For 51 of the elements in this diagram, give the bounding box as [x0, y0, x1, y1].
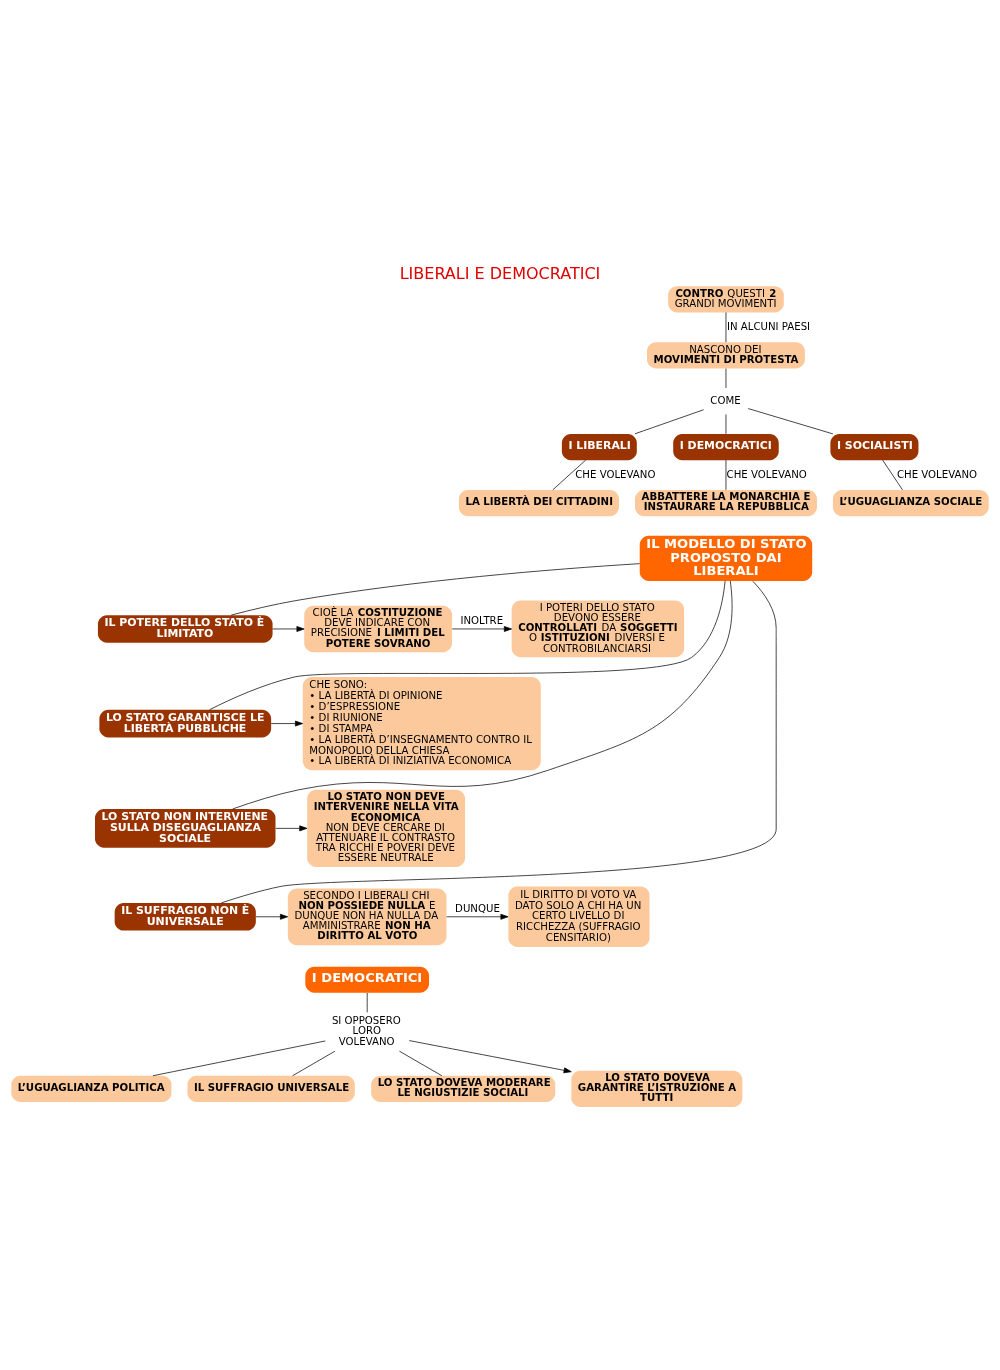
- node-box: LA LIBERTÀ DEI CITTADINI: [458, 489, 619, 517]
- node-box: CIOÈ LA COSTITUZIONE DEVE INDICARE CON PRECISIONE I LIMITI DEL POTERE SOVRANO: [304, 605, 452, 653]
- node-box: L’UGUAGLIANZA SOCIALE: [832, 489, 989, 517]
- node-text: SI OPPOSERO LORO VOLEVANO: [331, 1014, 401, 1048]
- node-box: I POTERI DELLO STATO DEVONO ESSERE CONTROLLATI DA SOGGETTI O ISTITUZIONI DIVERSI E CONTROBILANCIARSI: [511, 600, 685, 658]
- connector: [230, 563, 640, 616]
- arrow: [408, 1040, 572, 1074]
- connector: [292, 1050, 336, 1077]
- connector: [399, 1050, 443, 1077]
- node-box: IL SUFFRAGIO UNIVERSALE: [187, 1075, 355, 1102]
- edge-label: CHE VOLEVANO: [896, 468, 978, 480]
- arrow: [255, 913, 289, 920]
- arrow: [270, 720, 303, 727]
- node-box: I DEMOCRATICI: [305, 966, 430, 993]
- connector: [232, 580, 733, 810]
- arrow: [275, 825, 308, 832]
- node-box: IL SUFFRAGIO NON È UNIVERSALE: [114, 902, 256, 931]
- arrow: [451, 626, 512, 632]
- node-box: LO STATO DOVEVA MODERARE LE NGIUSTIZIE SOCIALI: [371, 1075, 556, 1102]
- node-box: IL MODELLO DI STATO PROPOSTO DAI LIBERALI: [639, 535, 813, 581]
- node-box: CONTRO QUESTI 2 GRANDI MOVIMENTI: [668, 286, 784, 313]
- node-box: SECONDO I LIBERALI CHI NON POSSIEDE NULLA E DUNQUE NON HA NULLA DA AMMINISTRARE NON HA DIRITTO AL VOTO: [287, 888, 447, 946]
- connector: [209, 580, 726, 711]
- edge-label: INOLTRE: [460, 615, 504, 627]
- node-box: IL POTERE DELLO STATO È LIMITATO: [97, 615, 273, 643]
- connector: [552, 459, 586, 491]
- node-box: L’UGUAGLIANZA POLITICA: [11, 1075, 172, 1102]
- arrow: [272, 626, 305, 632]
- connector: [221, 580, 777, 904]
- node-text: COME: [710, 394, 741, 406]
- diagram-title: LIBERALI E DEMOCRATICI: [399, 263, 601, 283]
- edge-label: IN ALCUNI PAESI: [726, 321, 811, 333]
- edge-label: CHE VOLEVANO: [575, 468, 656, 480]
- edge-label: CHE VOLEVANO: [726, 468, 807, 480]
- edge-label: DUNQUE: [455, 902, 500, 914]
- node-box: I SOCIALISTI: [830, 433, 919, 461]
- node-box: LO STATO GARANTISCE LE LIBERTÀ PUBBLICHE: [99, 709, 272, 738]
- node-box: IL DIRITTO DI VOTO VA DATO SOLO A CHI HA UN CERTO LIVELLO DI RICCHEZZA (SUFFRAGIO CENSITARIO): [508, 886, 650, 947]
- node-box: LO STATO DOVEVA GARANTIRE L’ISTRUZIONE A TUTTI: [571, 1070, 743, 1108]
- node-box: I LIBERALI: [561, 433, 637, 461]
- node-box: ABBATTERE LA MONARCHIA E INSTAURARE LA REPUBBLICA: [635, 489, 817, 517]
- connector: [152, 1040, 326, 1077]
- connector: [634, 409, 704, 435]
- arrow: [446, 913, 509, 920]
- node-box: I DEMOCRATICI: [673, 433, 779, 461]
- connector: [747, 408, 834, 435]
- connector: [882, 459, 903, 491]
- node-box: LO STATO NON DEVE INTERVENIRE NELLA VITA ECONOMICA NON DEVE CERCARE DI ATTENUARE IL CONTRASTO TRA RICCHI E POVERI DEVE ESSERE NEUTRALE: [307, 789, 466, 867]
- node-box: NASCONO DEI MOVIMENTI DI PROTESTA: [647, 342, 805, 369]
- node-box: LO STATO NON INTERVIENE SULLA DISEGUAGLIANZA SOCIALE: [95, 809, 276, 848]
- node-box: CHE SONO: • LA LIBERTÀ DI OPINIONE • D’ESPRESSIONE • DI RIUNIONE • DI STAMPA • LA LIBERTÀ D’INSEGNAMENTO CONTRO IL MONOPOLIO DELLA CHIESA • LA LIBERTÀ DI INIZIATIVA ECONOMICA: [302, 677, 541, 771]
